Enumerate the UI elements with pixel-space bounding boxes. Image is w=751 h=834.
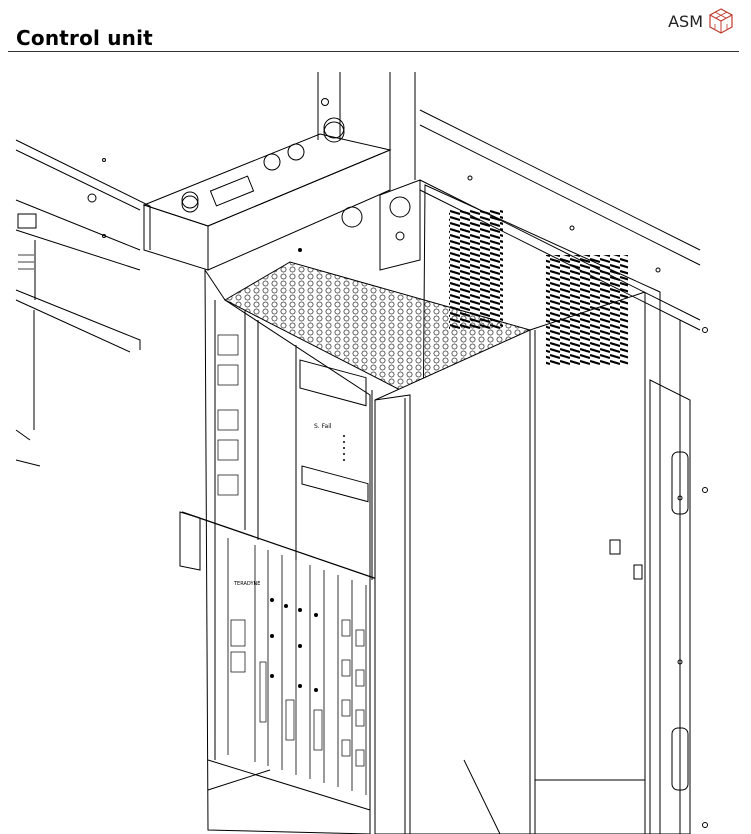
cube-logo-icon	[709, 8, 733, 34]
page-header: Control unit ASM	[0, 0, 751, 52]
card-cage: TERADYNE	[207, 530, 371, 811]
top-control-panel	[142, 72, 392, 271]
electronics-rack: S. Fail	[179, 261, 532, 834]
page-title: Control unit	[16, 26, 153, 50]
control-unit-drawing: S. Fail TERADYNE	[15, 72, 708, 834]
front-cover-panel	[374, 291, 646, 834]
brand: ASM	[668, 8, 733, 34]
panel-label: S. Fail	[314, 423, 332, 430]
card-brand-label: TERADYNE	[233, 581, 260, 587]
brand-name: ASM	[668, 11, 703, 31]
header-rule	[8, 51, 739, 52]
left-cabinet	[15, 139, 151, 467]
